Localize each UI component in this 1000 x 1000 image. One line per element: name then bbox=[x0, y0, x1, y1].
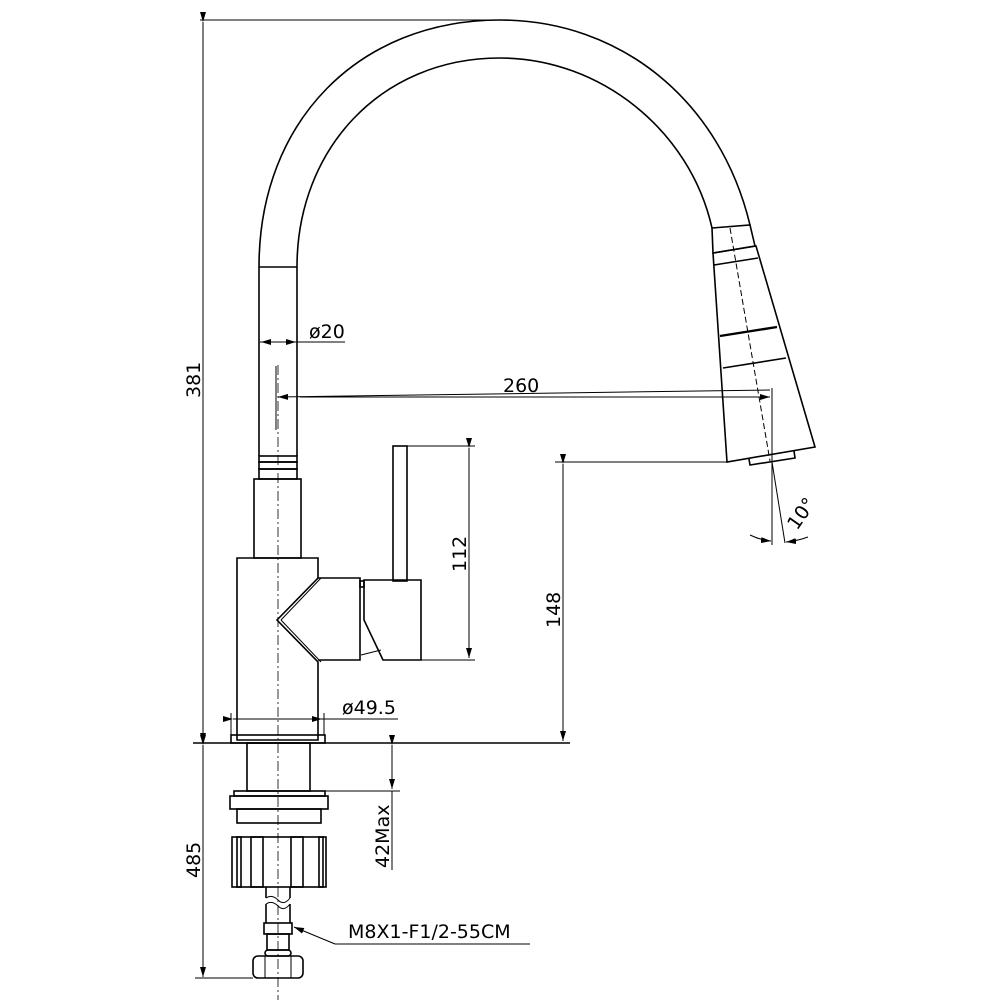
handle bbox=[360, 445, 422, 661]
spray-head bbox=[711, 224, 817, 466]
label-supply-hose: M8X1-F1/2-55CM bbox=[348, 921, 511, 943]
label-handle-height: 112 bbox=[449, 536, 471, 572]
mounting-shank bbox=[229, 742, 329, 888]
dim-spout-clearance bbox=[555, 454, 727, 741]
deck-base bbox=[193, 734, 570, 744]
label-deck-thickness: 42Max bbox=[372, 805, 394, 868]
faucet-body bbox=[236, 557, 365, 741]
dim-handle-height bbox=[407, 438, 475, 661]
label-body-diameter: ø49.5 bbox=[342, 697, 396, 719]
neck bbox=[253, 478, 302, 559]
label-spout-reach: 260 bbox=[503, 375, 539, 397]
label-spout-clearance: 148 bbox=[543, 592, 565, 628]
dim-deck-thickness bbox=[325, 735, 400, 870]
label-below-deck: 485 bbox=[183, 842, 205, 878]
dim-spout-reach bbox=[275, 366, 773, 545]
dim-spray-angle bbox=[749, 461, 809, 545]
dim-total-height bbox=[200, 12, 500, 743]
label-hose-diameter: ø20 bbox=[309, 321, 345, 343]
callout-leader bbox=[293, 926, 530, 945]
label-total-height: 381 bbox=[183, 362, 205, 398]
label-spray-angle: 10° bbox=[783, 494, 820, 534]
dim-body-diameter bbox=[223, 713, 398, 735]
dim-below-deck bbox=[195, 735, 253, 979]
